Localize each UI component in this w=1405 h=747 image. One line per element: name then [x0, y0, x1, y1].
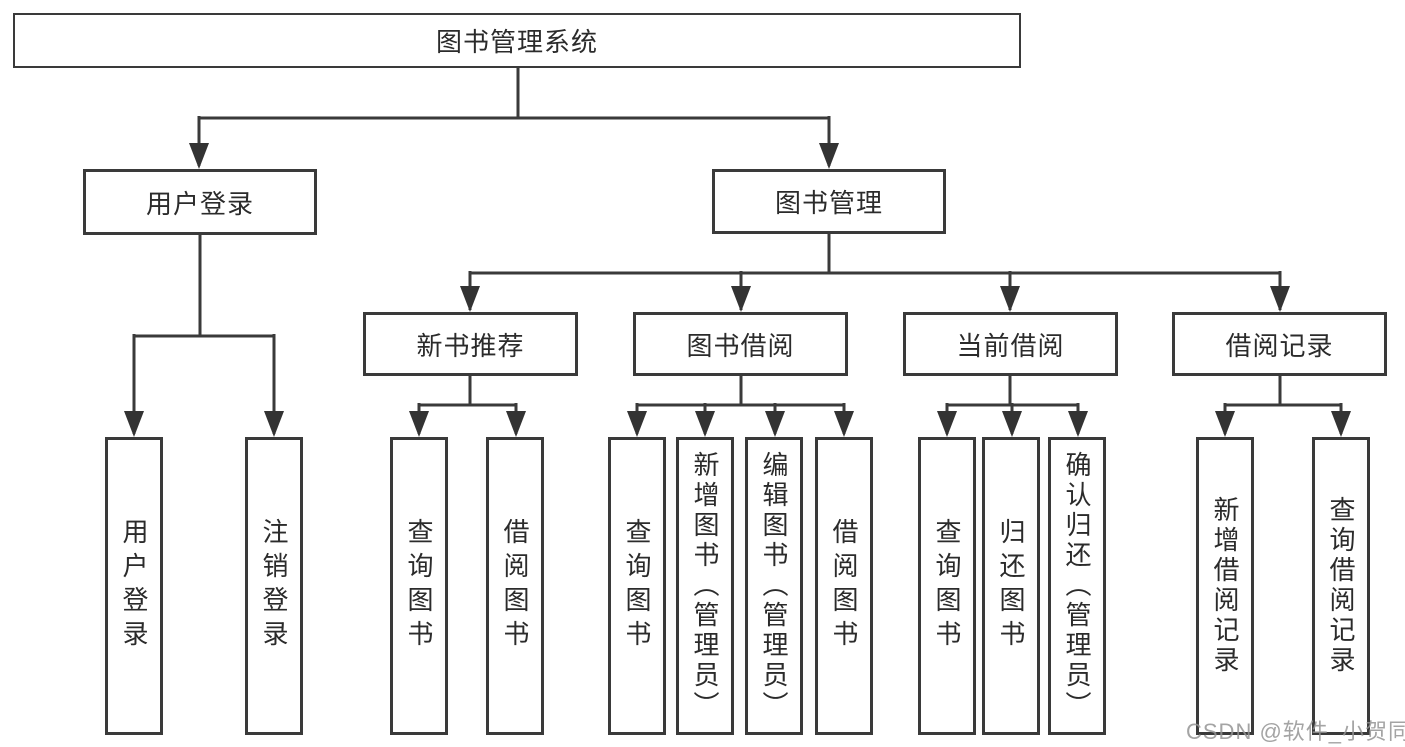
- node-label: 图书管理系统: [435, 27, 598, 57]
- node-new-book-recommend: 新书推荐: [363, 312, 578, 376]
- node-label: 查询图书: [622, 518, 652, 654]
- node-label: 新增借阅记录: [1210, 496, 1240, 676]
- leaf-bb-query-books: 查询图书: [608, 437, 666, 735]
- node-label: 查询图书: [932, 518, 962, 654]
- node-label: 新书推荐: [416, 330, 525, 361]
- leaf-cb-return-books: 归还图书: [982, 437, 1040, 735]
- node-label: 编辑图书（管理员）: [759, 451, 789, 721]
- node-label: 借阅图书: [829, 518, 859, 654]
- csdn-watermark: CSDN @软件_小贺同学: [1186, 719, 1405, 744]
- node-label: 查询借阅记录: [1326, 496, 1356, 676]
- leaf-rc-query-borrow-record: 查询借阅记录: [1312, 437, 1370, 735]
- connector-rec-branch: [417, 376, 518, 434]
- node-book-borrowing: 图书借阅: [633, 312, 848, 376]
- node-label: 借阅记录: [1225, 330, 1334, 361]
- node-user-login: 用户登录: [83, 169, 317, 235]
- leaf-bb-borrow-books: 借阅图书: [815, 437, 873, 735]
- connector-records-branch: [1223, 376, 1343, 434]
- leaf-cb-confirm-return-admin: 确认归还（管理员）: [1048, 437, 1106, 735]
- node-label: 用户登录: [119, 518, 149, 654]
- leaf-rec-borrow-books: 借阅图书: [486, 437, 544, 735]
- node-label: 注销登录: [259, 518, 289, 654]
- leaf-bb-add-books-admin: 新增图书（管理员）: [676, 437, 734, 735]
- node-label: 用户登录: [145, 188, 254, 219]
- connector-mgmt-branch: [468, 234, 1282, 310]
- connector-login-branch: [132, 235, 276, 434]
- node-label: 查询图书: [404, 518, 434, 654]
- leaf-user-login: 用户登录: [105, 437, 163, 735]
- leaf-rc-add-borrow-record: 新增借阅记录: [1196, 437, 1254, 735]
- leaf-bb-edit-books-admin: 编辑图书（管理员）: [745, 437, 803, 735]
- node-label: 图书管理: [774, 188, 883, 218]
- arrowheads: [124, 143, 1351, 437]
- node-label: 当前借阅: [956, 330, 1065, 361]
- node-library-management-system: 图书管理系统: [13, 13, 1021, 68]
- connector-borrow-branch: [635, 376, 846, 434]
- node-label: 图书借阅: [686, 330, 795, 361]
- leaf-logout: 注销登录: [245, 437, 303, 735]
- node-book-management: 图书管理: [712, 169, 946, 234]
- node-label: 归还图书: [996, 518, 1026, 654]
- node-current-borrowing: 当前借阅: [903, 312, 1118, 376]
- leaf-rec-query-books: 查询图书: [390, 437, 448, 735]
- leaf-cb-query-books: 查询图书: [918, 437, 976, 735]
- node-label: 借阅图书: [500, 518, 530, 654]
- node-label: 新增图书（管理员）: [690, 451, 720, 721]
- node-label: 确认归还（管理员）: [1062, 451, 1092, 721]
- connector-root-branch: [197, 67, 831, 166]
- node-borrowing-records: 借阅记录: [1172, 312, 1387, 376]
